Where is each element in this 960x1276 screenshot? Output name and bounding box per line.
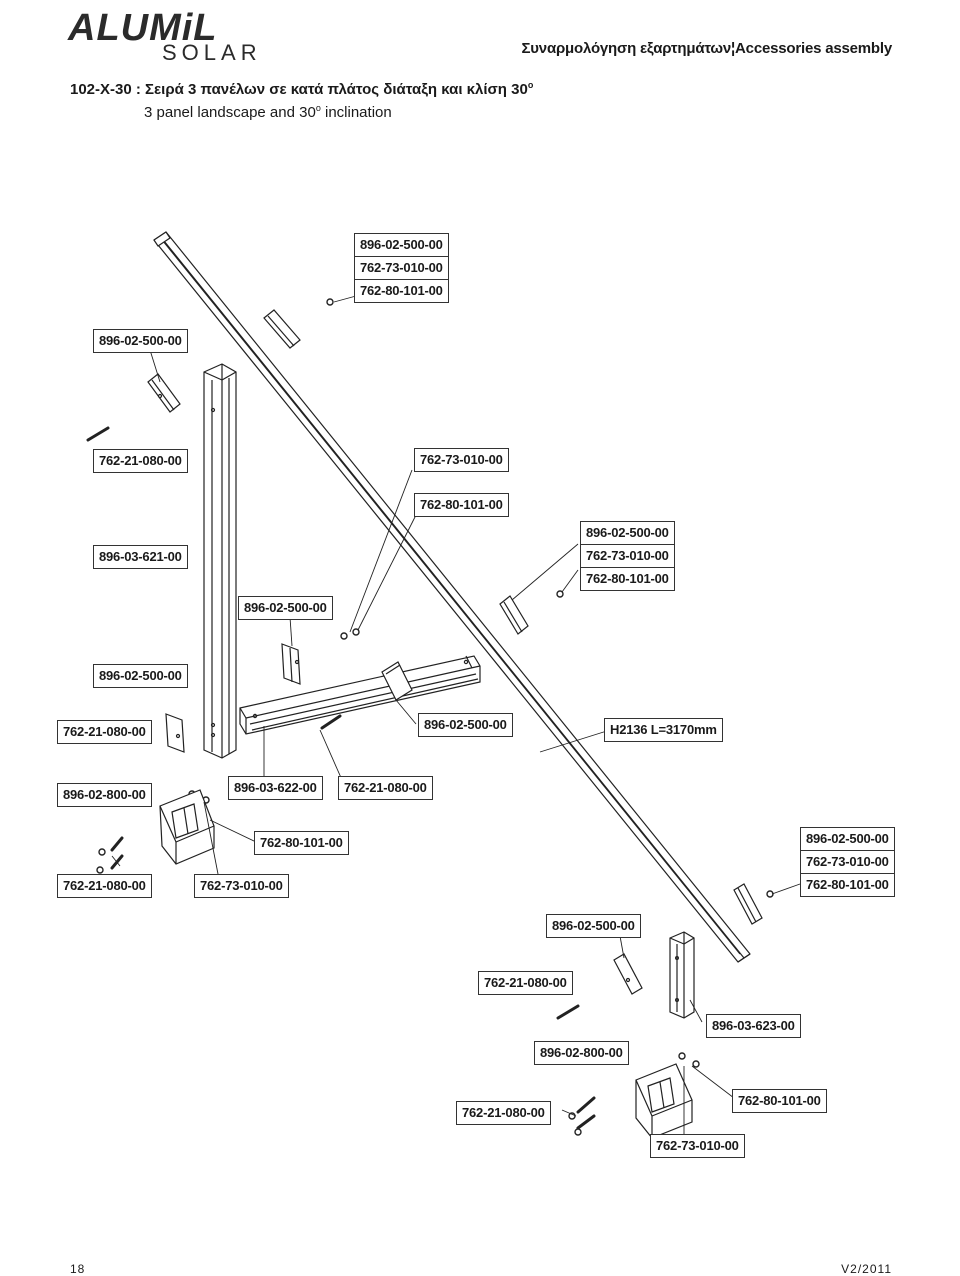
rear-post [669, 931, 695, 1019]
clip-left [147, 373, 181, 413]
clip-top [263, 309, 301, 349]
logo-brand-top: ALUMiL [67, 7, 218, 49]
part-label: 896-03-622-00 [228, 776, 323, 800]
label-group-right: 896-02-500-00 762-73-010-00 762-80-101-0… [800, 827, 895, 897]
part-label: 762-21-080-00 [57, 874, 152, 898]
part-label: 896-02-500-00 [546, 914, 641, 938]
part-label: 762-21-080-00 [93, 449, 188, 473]
part-label: 762-80-101-00 [732, 1089, 827, 1113]
base-foot-front [159, 789, 215, 865]
dimension-label: H2136 L=3170mm [604, 718, 723, 742]
part-label: 762-73-010-00 [800, 850, 895, 874]
part-label: 896-02-800-00 [57, 783, 152, 807]
base-foot-rear [635, 1063, 693, 1139]
part-label: 896-03-623-00 [706, 1014, 801, 1038]
label-group-mid-right: 896-02-500-00 762-73-010-00 762-80-101-0… [580, 521, 675, 591]
part-label: 762-21-080-00 [338, 776, 433, 800]
part-label: 896-02-800-00 [534, 1041, 629, 1065]
main-rail [153, 231, 751, 963]
section-title: Συναρμολόγηση εξαρτημάτων¦Accessories as… [521, 40, 892, 57]
part-label: 762-21-080-00 [57, 720, 152, 744]
clip-right-mid [499, 595, 529, 635]
part-label: 762-80-101-00 [800, 873, 895, 897]
logo-brand-bottom: SOLAR [162, 40, 262, 62]
alumil-solar-logo: ALUMiL SOLAR [67, 7, 262, 62]
part-label: 896-02-500-00 [580, 521, 675, 545]
part-label: 762-80-101-00 [414, 493, 509, 517]
part-label: 896-03-621-00 [93, 545, 188, 569]
part-label: 762-73-010-00 [194, 874, 289, 898]
page-title: 102-X-30 : Σειρά 3 πανέλων σε κατά πλάτο… [70, 80, 534, 98]
part-label: 896-02-500-00 [93, 329, 188, 353]
version-label: V2/2011 [841, 1262, 892, 1276]
front-post [203, 363, 237, 759]
part-label: 896-02-500-00 [93, 664, 188, 688]
label-group-top: 896-02-500-00 762-73-010-00 762-80-101-0… [354, 233, 449, 303]
page-number: 18 [70, 1262, 86, 1276]
plate-left-lower [165, 713, 185, 753]
part-label: 896-02-500-00 [418, 713, 513, 737]
plate-center [281, 643, 301, 685]
part-label: 762-73-010-00 [580, 544, 675, 568]
part-label: 896-02-500-00 [354, 233, 449, 257]
part-label: 762-80-101-00 [354, 279, 449, 303]
part-label: 896-02-500-00 [238, 596, 333, 620]
clip-right-lower [733, 883, 763, 925]
clip-bottom [613, 953, 643, 995]
part-label: 762-73-010-00 [650, 1134, 745, 1158]
part-label: 762-21-080-00 [456, 1101, 551, 1125]
diagonal-brace [239, 655, 481, 735]
part-label: 762-80-101-00 [254, 831, 349, 855]
part-label: 762-73-010-00 [414, 448, 509, 472]
page-subtitle: 3 panel landscape and 30o inclination [144, 103, 392, 121]
leader-lines [111, 295, 801, 1136]
part-label: 762-80-101-00 [580, 567, 675, 591]
part-label: 896-02-500-00 [800, 827, 895, 851]
part-label: 762-73-010-00 [354, 256, 449, 280]
part-label: 762-21-080-00 [478, 971, 573, 995]
